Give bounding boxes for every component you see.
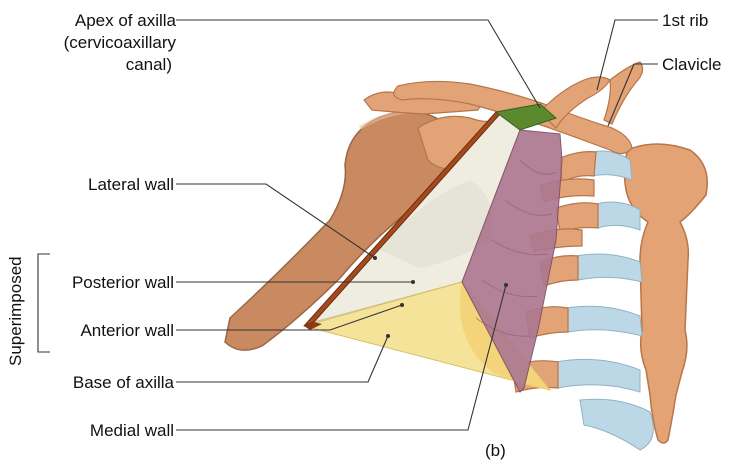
label-panel-b: (b): [485, 440, 506, 461]
sternum: [624, 144, 707, 443]
label-apex-line1: Apex of axilla: [0, 10, 176, 31]
label-apex-line3: canal): [0, 54, 172, 75]
label-medial-wall: Medial wall: [0, 420, 174, 441]
label-lateral-wall: Lateral wall: [0, 174, 174, 195]
label-anterior-wall: Anterior wall: [0, 320, 174, 341]
label-clavicle: Clavicle: [662, 54, 722, 75]
label-superimposed: Superimposed: [6, 256, 26, 366]
label-posterior-wall: Posterior wall: [0, 272, 174, 293]
leader-base: [176, 336, 388, 382]
label-apex-line2: (cervicoaxillary: [0, 32, 176, 53]
label-base-of-axilla: Base of axilla: [0, 372, 174, 393]
label-first-rib: 1st rib: [662, 10, 708, 31]
